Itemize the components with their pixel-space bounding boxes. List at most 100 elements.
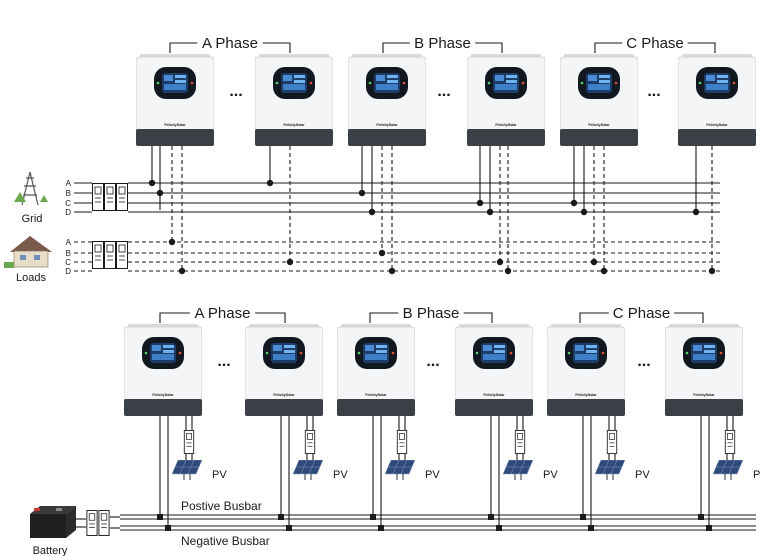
bottom-phase-a-left [159,312,190,323]
top-inverter-4 [467,54,545,146]
bottom-phase-a-right [255,312,286,323]
battery-terminal-pos [34,508,40,511]
house-icon [4,236,52,268]
pv-breaker-3 [396,430,408,454]
top-phase-c-left [594,42,623,53]
neg-busbar-node-1 [165,525,171,531]
top-ellipsis-2: ... [437,83,450,100]
top-inverter-brand-2: FelicitySolar [283,123,305,127]
load-line-letter-C: C [65,258,71,267]
pos-busbar-node-5 [580,514,586,520]
bottom-inverter-1 [124,324,202,416]
bottom-phase-c-right [674,312,704,323]
battery-top [30,506,76,514]
solar-panel-5 [595,460,625,480]
top-load-junction-2 [178,267,186,275]
top-load-junction-6 [496,258,504,266]
pv-label-1: PV [212,469,227,481]
pos-busbar-node-1 [157,514,163,520]
top-inverter-brand-3: FelicitySolar [376,123,398,127]
top-load-junction-7 [504,267,512,275]
top-load-junction-4 [378,249,386,257]
pv-breaker-6 [724,430,736,454]
bottom-inverter-3 [337,324,415,416]
solar-panel-2 [293,460,323,480]
pos-busbar-node-4 [488,514,494,520]
top-phase-b-left [382,42,410,53]
pv-label-4: PV [543,469,558,481]
bottom-phase-b-left [369,312,399,323]
loads-label: Loads [16,272,46,284]
house-roof [10,236,52,252]
load-line-letter-A: A [66,238,72,247]
house-wall [13,250,49,268]
house-window [34,255,40,260]
bottom-inverter-2 [245,324,323,416]
top-phase-a-left [169,42,198,53]
top-grid-junction-1 [148,179,156,187]
top-grid-junction-3 [266,179,274,187]
top-inverter-2 [255,54,333,146]
top-phase-c-right [687,42,716,53]
bottom-phase-c-label: C Phase [613,305,671,322]
top-inverter-brand-1: FelicitySolar [164,123,186,127]
pv-label-5: PV [635,469,650,481]
battery-breaker-1 [86,510,98,536]
top-breaker-3 [116,182,128,212]
pv-label-2: PV [333,469,348,481]
top-phase-a-label: A Phase [202,35,258,52]
top-load-junction-10 [708,267,716,275]
pos-busbar-node-3 [370,514,376,520]
top-grid-junction-10 [692,208,700,216]
top-ellipsis-3: ... [647,83,660,100]
grid-line-letter-D: D [65,208,71,217]
battery-icon [30,506,76,538]
grid-tree-part [14,192,26,202]
bottom-inverter-brand-5: FelicitySolar [575,393,597,397]
top-inverter-brand-5: FelicitySolar [588,123,610,127]
pv-label-6: PV [753,469,760,481]
top-load-junction-8 [590,258,598,266]
bottom-phase-b-label: B Phase [403,305,460,322]
battery-terminal-neg [56,508,62,511]
top-grid-junction-8 [570,199,578,207]
top-inverter-brand-6: FelicitySolar [706,123,728,127]
pv-breaker-4 [514,430,526,454]
top-load-junction-9 [600,267,608,275]
battery-label: Battery [33,545,68,556]
top-phase-a-right [262,42,291,53]
solar-panel-1 [172,460,202,480]
house-bush [4,262,14,268]
neg-busbar-node-4 [496,525,502,531]
top-load-junction-5 [388,267,396,275]
bottom-inverter-brand-6: FelicitySolar [693,393,715,397]
top-load-junction-3 [286,258,294,266]
grid-label: Grid [22,213,43,225]
bottom-phase-a-label: A Phase [195,305,251,322]
grid-line-letter-C: C [65,199,71,208]
top-load-junction-1 [168,238,176,246]
bottom-inverter-brand-1: FelicitySolar [152,393,174,397]
pos-busbar-node-2 [278,514,284,520]
top-breaker-6 [116,240,128,270]
pos-busbar-node-6 [698,514,704,520]
battery-side [66,506,76,538]
bottom-phase-b-right [463,312,493,323]
neg-busbar-node-6 [706,525,712,531]
top-breaker-4 [92,240,104,270]
top-phase-c-label: C Phase [626,35,684,52]
bottom-inverter-brand-4: FelicitySolar [483,393,505,397]
top-grid-junction-9 [580,208,588,216]
neg-busbar-node-3 [378,525,384,531]
bottom-inverter-6 [665,324,743,416]
neg-busbar-node-5 [588,525,594,531]
pv-breaker-2 [304,430,316,454]
top-breaker-2 [104,182,116,212]
positive-busbar-label: Postive Busbar [181,499,262,513]
battery-breaker-2 [98,510,110,536]
grid-tower-part [23,177,37,196]
grid-line-letter-A: A [66,179,72,188]
pv-label-3: PV [425,469,440,481]
house-window [20,255,26,260]
